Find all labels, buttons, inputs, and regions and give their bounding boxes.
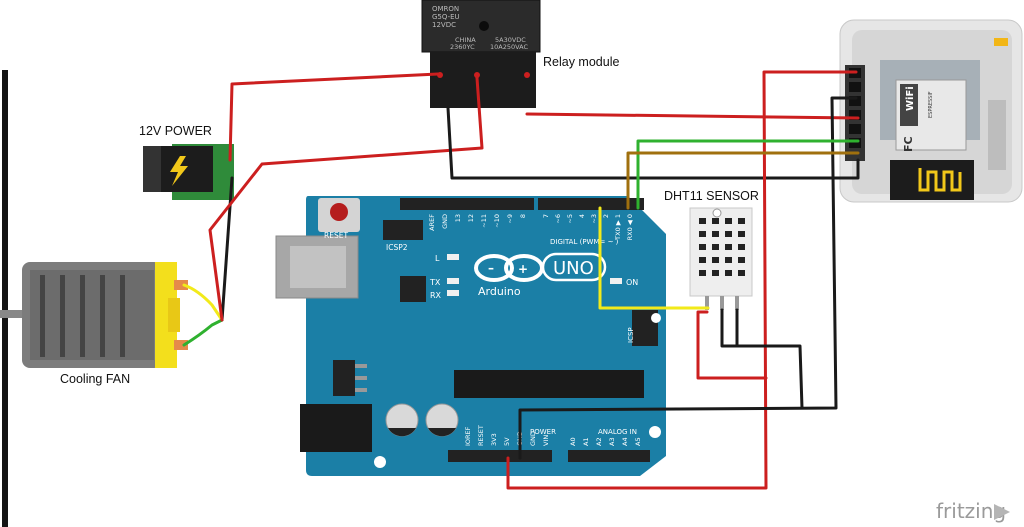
pin-label: A3 (608, 437, 616, 446)
antenna-trace (918, 168, 962, 192)
relay-country: CHINA (455, 36, 476, 44)
uno-logo: UNO (553, 258, 594, 279)
analog-header (568, 450, 650, 462)
relay-brand: OMRON (432, 5, 459, 13)
relay-voltage: 12VDC (432, 21, 456, 29)
led-tx-label: TX (429, 278, 441, 287)
relay-code: 2360YC (450, 43, 475, 51)
relay-rating1: 5A30VDC (495, 36, 526, 44)
fan-terminal-pos (174, 280, 188, 290)
dht11-label: DHT11 SENSOR (664, 189, 759, 203)
digital-header-left (400, 198, 534, 210)
digital-label: DIGITAL (PWM= ~ ) (550, 238, 619, 246)
pin-label: ~6 (554, 214, 562, 224)
pin-label: 7 (542, 214, 550, 218)
power-label: POWER (530, 428, 556, 436)
relay-model: G5Q-EU (432, 13, 460, 21)
esp-wifi-label: WiFi (905, 86, 916, 111)
pin-label: 8 (519, 214, 527, 218)
wire-fan-yellow (182, 283, 224, 322)
icsp2-label: ICSP2 (386, 243, 408, 252)
pin-label: TX0 ▶ 1 (614, 214, 622, 241)
relay-module-label: Relay module (543, 55, 620, 69)
reset-label: RESET (324, 231, 348, 240)
dht11-grille (699, 218, 745, 276)
wire-esp-tx (626, 151, 860, 210)
power-label: 12V POWER (139, 124, 212, 138)
wire-power-gnd (220, 176, 234, 322)
esp-maker-label: ESPRESSIF (928, 91, 934, 118)
arduino-name: Arduino (478, 285, 521, 298)
lightning-icon (170, 156, 188, 186)
pin-label: VIN (542, 435, 550, 446)
power-header (448, 450, 552, 462)
atmega328-chip (454, 370, 644, 398)
pin-label: 3V3 (490, 433, 498, 446)
pin-label: 13 (454, 214, 462, 222)
wire-dht-gnd (720, 308, 804, 410)
pin-label: AREF (428, 214, 436, 231)
fritzing-logo: fritzing (936, 499, 1010, 523)
pin-label: GND (529, 431, 537, 446)
wire-esp-rx (636, 139, 860, 210)
voltage-regulator (333, 360, 355, 396)
pin-label: A0 (569, 437, 577, 446)
pin-label: 4 (578, 214, 586, 218)
relay-rating2: 10A250VAC (490, 43, 528, 51)
esp-fcc-label: FC (902, 136, 915, 152)
wire-relay-ctrl (446, 106, 860, 180)
wire-fan-green (182, 318, 224, 347)
wires (182, 70, 860, 490)
pin-label: ~10 (493, 214, 501, 228)
pin-label: A1 (582, 437, 590, 446)
digital-pin-labels: AREF GND 13 12 ~11 ~10 ~9 8 7 ~6 ~5 4 ~3 2 TX0 ▶ 1 RX0 … (428, 214, 634, 241)
pin-label: ~11 (480, 214, 488, 228)
pin-label: 12 (467, 214, 475, 222)
wire-relay-fan (208, 76, 484, 322)
led-l-label: L (435, 254, 440, 263)
fan-endcap (155, 262, 177, 368)
dc-barrel-jack (300, 404, 372, 452)
esp8266-module: WiFi ESPRESSIF FC (839, 19, 1023, 203)
icsp2-header (383, 220, 423, 240)
pin-label: A4 (621, 437, 629, 446)
power-jack (143, 144, 234, 200)
pin-label: ~3 (590, 214, 598, 224)
dht11-sensor (689, 207, 753, 310)
cooling-fan (0, 70, 188, 527)
pin-label: A5 (634, 437, 642, 446)
wire-relay-esp (525, 112, 860, 120)
fan-blade (2, 70, 8, 527)
pin-label: RESET (477, 425, 485, 446)
wire-dht-vcc (696, 310, 768, 380)
icsp-label: ICSP (627, 327, 635, 343)
digital-header-right (538, 198, 644, 210)
pin-label: IOREF (464, 426, 472, 446)
pin-label: 2 (602, 214, 610, 218)
pin-label: A2 (595, 437, 603, 446)
pin-label: GND (441, 214, 449, 229)
pin-label: ~5 (566, 214, 574, 224)
fan-label: Cooling FAN (60, 372, 131, 386)
pin-label: RX0 ◀ 0 (626, 214, 634, 240)
svg-text:+: + (518, 262, 528, 276)
analog-label: ANALOG IN (598, 428, 637, 436)
wire-power-relay (228, 72, 440, 162)
wire-esp-vcc (506, 70, 858, 490)
wire-esp-gnd (518, 96, 858, 460)
wire-dht-data (598, 206, 710, 310)
analog-pin-labels: A0 A1 A2 A3 A4 A5 (569, 437, 642, 446)
pin-label: 5V (503, 437, 511, 446)
atmega16u2-chip (400, 276, 426, 302)
relay-module: OMRON G5Q-EU 12VDC CHINA 2360YC 5A30VDC … (421, 0, 541, 108)
pin-label: ~9 (506, 214, 514, 224)
led-rx-label: RX (430, 291, 442, 300)
svg-text:–: – (488, 261, 494, 275)
fan-terminal-neg (174, 340, 188, 350)
on-led-label: ON (626, 278, 638, 287)
reset-button[interactable] (330, 203, 348, 221)
fan-shaft (0, 310, 26, 318)
